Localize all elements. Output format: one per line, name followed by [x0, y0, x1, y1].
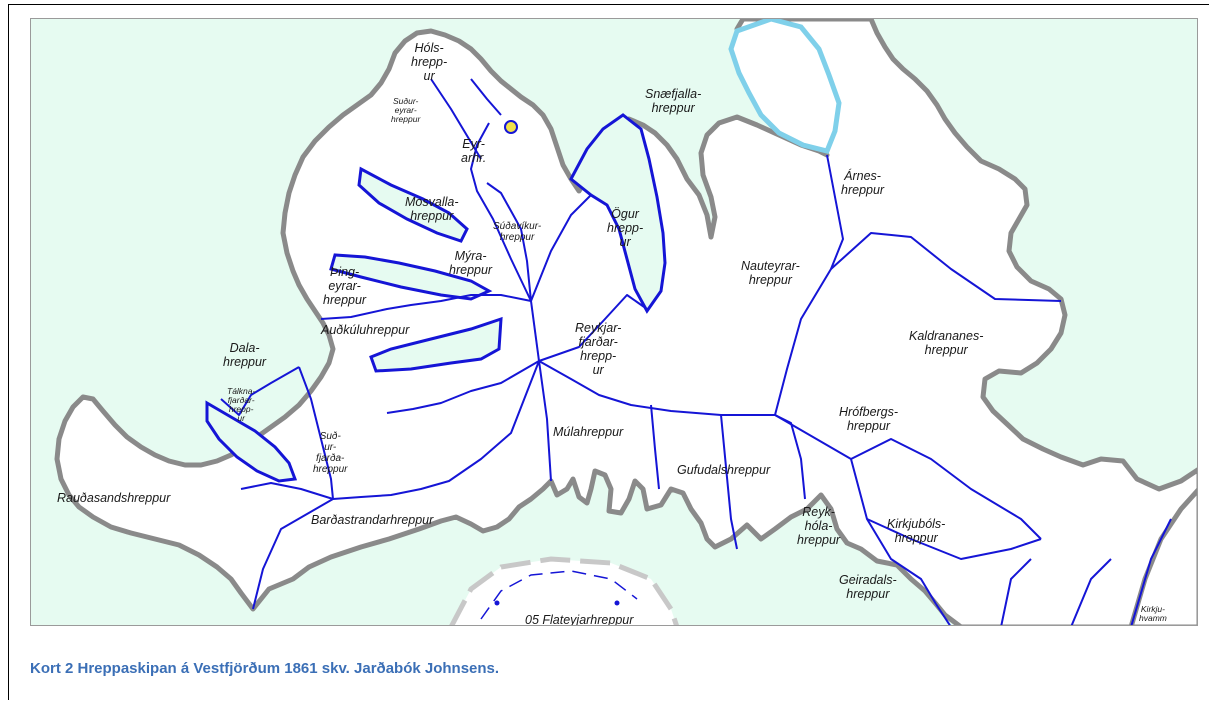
label-bardastrandar: Barðastrandarhreppur: [311, 513, 434, 527]
figure-caption: Kort 2 Hreppaskipan á Vestfjörðum 1861 s…: [30, 660, 500, 677]
map-panel[interactable]: Hóls- hrepp- ur Suður- eyrar- hreppur Ey…: [30, 18, 1198, 626]
westfjords-landmass: [54, 19, 1197, 625]
flatey-dashed-border: [449, 556, 679, 625]
flatey-inner-dashed: [480, 570, 638, 620]
label-hols: Hóls- hrepp- ur: [411, 41, 448, 83]
label-audkulu: Auðkúluhreppur: [321, 323, 410, 337]
label-kaldrananes: Kaldrananes- hreppur: [909, 329, 984, 357]
flatey-dot-2: [614, 600, 620, 606]
label-dala: Dala- hreppur: [223, 341, 267, 369]
label-sudurfjarda: Suð- ur- fjarða- hreppur: [313, 431, 348, 475]
label-flateyjar: 05 Flateyjarhreppur: [525, 613, 634, 626]
label-raudasands: Rauðasandshreppur: [57, 491, 171, 505]
label-arnes: Árnes- hreppur: [841, 169, 885, 197]
label-mula: Múlahreppur: [553, 425, 624, 439]
label-reykjarfjardar: Reykjar- fjarðar- hrepp- ur: [575, 321, 622, 377]
fjord-dyrafjordur: [329, 253, 493, 301]
label-eyrar: Eyr- arhr.: [461, 137, 487, 165]
label-geiradals: Geiradals- hreppur: [839, 573, 897, 601]
label-talknafjardar: Tálkna- fjarðar- hrepp- ur: [227, 386, 256, 423]
fjord-patreksfjordur: [205, 400, 298, 483]
fjord-isafjardardjup: [569, 113, 667, 314]
landmass-group: [54, 19, 1197, 625]
label-reykhola: Reyk- hóla- hreppur: [797, 505, 841, 547]
fjord-onundarfjordur: [357, 166, 469, 243]
district-borders: [220, 78, 1172, 625]
label-kirkju: Kirkju- hvamm: [1139, 604, 1167, 623]
fjord-arnarfjordur: [369, 316, 503, 373]
label-hrofbergs: Hrófbergs- hreppur: [839, 405, 899, 433]
map-svg: [54, 19, 1197, 625]
label-nauteyrar: Nauteyrar- hreppur: [741, 259, 800, 287]
label-kirkjubols: Kirkjubóls- hreppur: [887, 517, 946, 545]
label-sudureyrar: Suður- eyrar- hreppur: [391, 96, 421, 124]
figure-frame: [8, 4, 1209, 700]
label-myra: Mýra- hreppur: [449, 249, 493, 277]
label-thingeyrar: Þing- eyrar- hreppur: [323, 265, 367, 307]
glacier-outline: [728, 19, 842, 154]
label-ogur: Ögur hrepp- ur: [607, 207, 644, 249]
isafjordur-marker: [504, 120, 518, 134]
label-mosvalla: Mosvalla- hreppur: [405, 195, 459, 223]
flatey-dot-1: [494, 600, 500, 606]
label-snaefjalla: Snæfjalla- hreppur: [645, 87, 702, 115]
flatey-region: [452, 559, 677, 625]
label-gufudals: Gufudalshreppur: [677, 463, 771, 477]
label-sudavikur: Súðavíkur- hreppur: [493, 221, 542, 243]
